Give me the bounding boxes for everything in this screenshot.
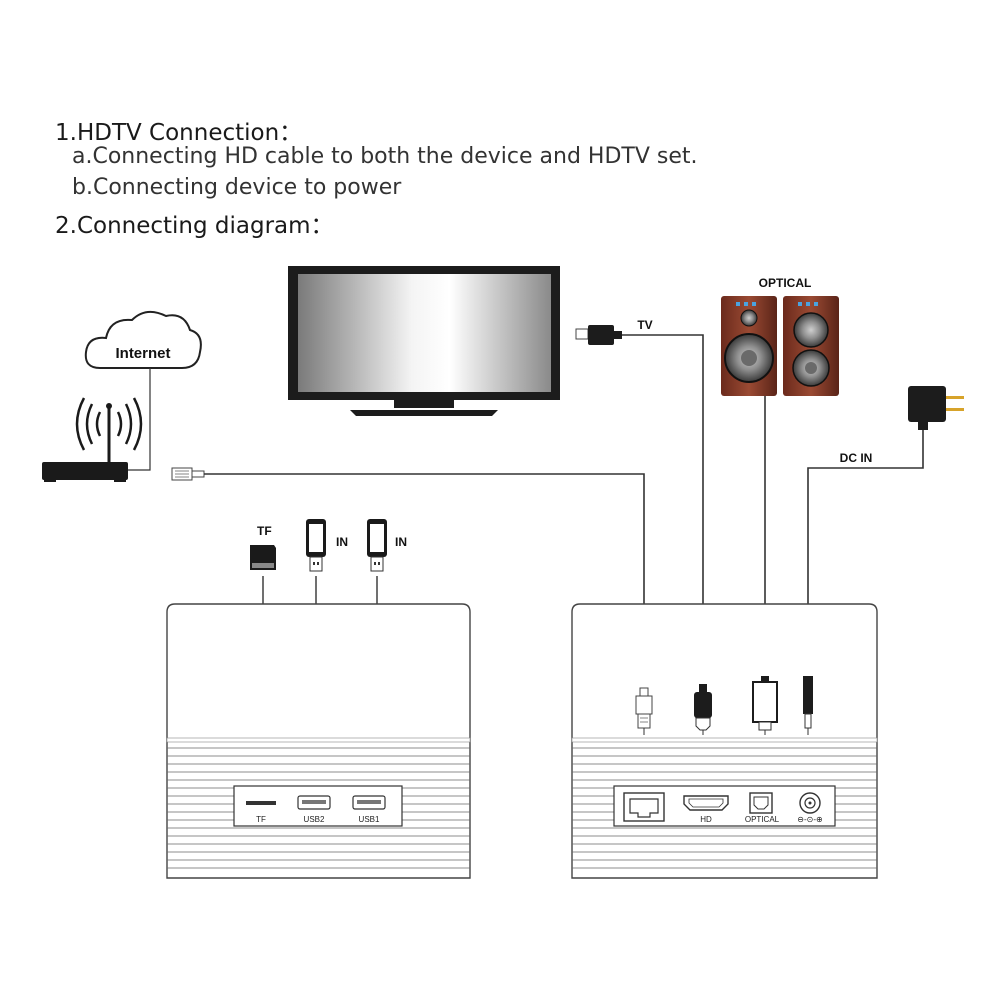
- step-b-text: b.Connecting device to power: [72, 175, 402, 200]
- internet-link-line: [128, 368, 151, 471]
- optical-port-label: OPTICAL: [745, 815, 780, 824]
- dc-port-label: ⊖-⊙-⊕: [797, 815, 822, 824]
- usb2-port-label: USB2: [304, 815, 325, 824]
- in-label-2: IN: [395, 535, 407, 549]
- usb1-port: USB1: [352, 795, 386, 824]
- usb2-port: USB2: [297, 795, 331, 824]
- hd-port: HD: [683, 795, 729, 824]
- router-icon: [42, 397, 143, 482]
- optical-label: OPTICAL: [759, 276, 812, 290]
- optical-port: OPTICAL: [745, 792, 780, 824]
- dc-in-label: DC IN: [840, 451, 873, 465]
- hdmi-connector-icon: [694, 684, 712, 735]
- dc-cable-line: [807, 430, 924, 676]
- speaker-left-icon: [721, 296, 777, 396]
- right-device-panel: [571, 603, 878, 879]
- power-adapter-icon: [908, 386, 964, 430]
- speaker-right-icon: [783, 296, 839, 396]
- internet-label: Internet: [115, 345, 170, 362]
- usb-stick-2-icon: [367, 519, 387, 572]
- hd-port-label: HD: [700, 815, 712, 824]
- in-label-1: IN: [336, 535, 348, 549]
- dc-connector-icon: [803, 676, 813, 735]
- internet-cloud-icon: Internet: [84, 310, 202, 369]
- hdmi-plug-icon: [575, 325, 622, 345]
- step-a-text: a.Connecting HD cable to both the device…: [72, 144, 698, 169]
- tf-slot-port: TF: [246, 801, 276, 824]
- heading-hdtv-connection: 1.HDTV Connection：: [55, 120, 303, 146]
- tv-icon: [288, 266, 560, 416]
- tf-port-label: TF: [256, 815, 266, 824]
- lan-port: [623, 792, 665, 822]
- left-device-panel: [166, 603, 471, 879]
- tv-label: TV: [637, 318, 652, 332]
- optical-connector-icon: [752, 676, 778, 735]
- dc-port: ⊖-⊙-⊕: [797, 792, 823, 824]
- heading-connecting-diagram: 2.Connecting diagram：: [55, 213, 334, 239]
- usb-stick-1-icon: [306, 519, 326, 572]
- lan-plug-icon: [171, 467, 205, 481]
- lan-connector-icon: [635, 687, 653, 735]
- hdmi-cable-line: [622, 334, 704, 684]
- usb1-port-label: USB1: [359, 815, 380, 824]
- tf-label: TF: [257, 524, 272, 538]
- tf-card-icon: [250, 545, 276, 570]
